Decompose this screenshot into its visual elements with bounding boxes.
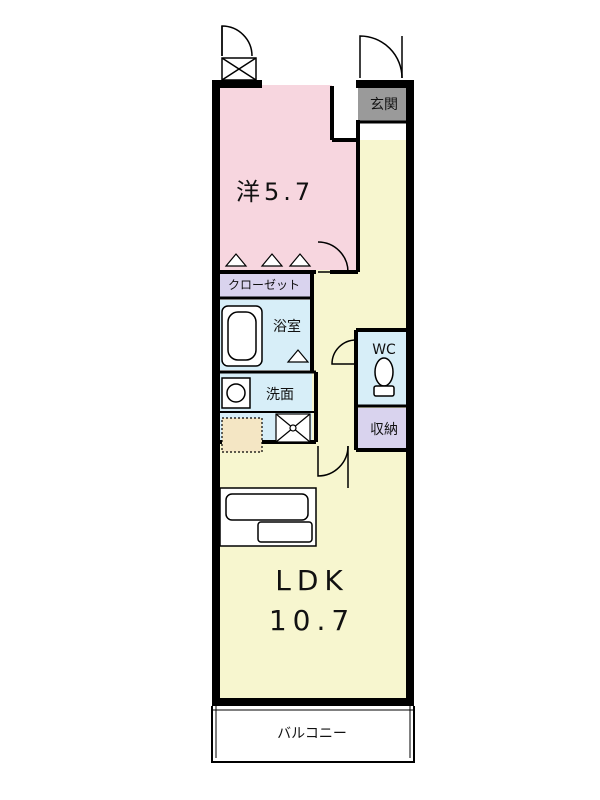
interior-walls — [218, 86, 410, 452]
western-room-size: 5.7 — [264, 178, 314, 206]
bathtub — [221, 305, 263, 367]
washbasin — [221, 377, 251, 409]
toilet — [373, 357, 395, 397]
door-swings — [221, 25, 403, 488]
ldk-name-label: LDK — [275, 564, 349, 597]
bathroom-label: 浴室 — [273, 318, 301, 335]
balcony-label: バルコニー — [277, 726, 347, 742]
laundry-pans — [221, 413, 311, 453]
outer-walls — [212, 80, 414, 706]
washroom-label: 洗面 — [266, 387, 294, 403]
balcony — [211, 706, 415, 763]
storage-label: 収納 — [370, 422, 398, 438]
bath-door-mark — [286, 349, 310, 363]
entrance-label: 玄関 — [370, 96, 398, 113]
closet-door-marks — [224, 253, 312, 267]
western-room-area — [218, 85, 356, 272]
western-room-label: 洋5.7 — [236, 178, 314, 206]
kitchen-counter — [219, 487, 317, 547]
wc-label: WC — [372, 342, 396, 358]
ldk-size-label: 10.7 — [269, 604, 355, 637]
closet-area — [218, 272, 312, 298]
storage-area — [358, 408, 410, 448]
closet-label: クローゼット — [228, 278, 300, 292]
entrance-area — [358, 86, 410, 122]
western-room-name: 洋 — [236, 178, 264, 206]
